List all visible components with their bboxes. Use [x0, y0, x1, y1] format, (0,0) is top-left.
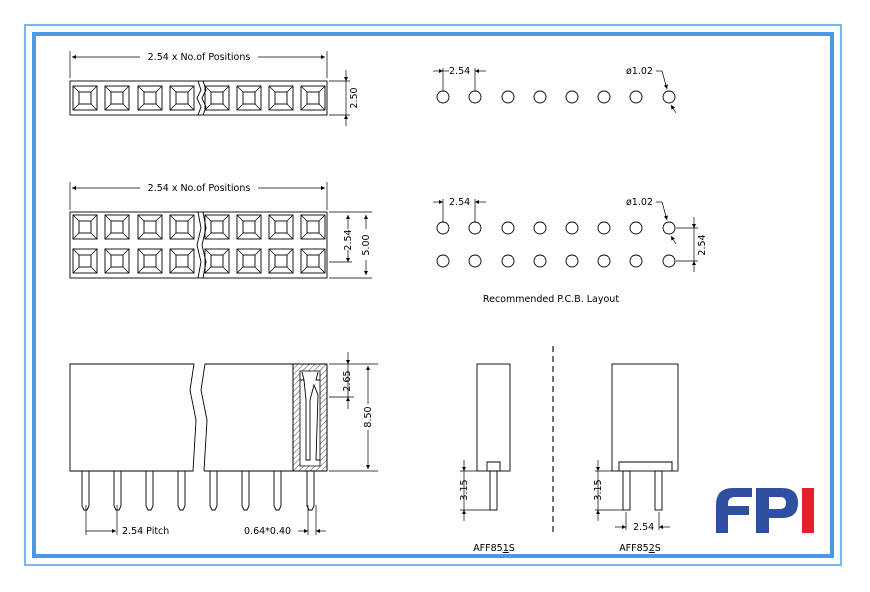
contact-cell [204, 214, 230, 240]
pcb-row-pitch-label: 2.54 [697, 234, 708, 255]
pin-tail [241, 471, 250, 511]
contact-cell [300, 214, 326, 240]
pcb-hole [597, 221, 611, 235]
pcb-hole [436, 254, 450, 268]
part-label-aff852s: AFF852S [619, 543, 661, 554]
tail-315-label-b: 3.15 [593, 479, 604, 500]
contact-cell [236, 214, 262, 240]
outer-frame [24, 24, 842, 566]
height-250-label: 2.50 [349, 87, 360, 108]
pcb-hole [629, 221, 643, 235]
height-850-label: 8.50 [363, 406, 374, 427]
pcb-hole [501, 221, 515, 235]
contact-cell [300, 248, 326, 274]
side-view: 2.65 8.50 2.54 Pitch 0.64*0.40 [69, 352, 378, 537]
pcb-hole-label-1: ø1.02 [626, 66, 653, 77]
contact-cell [72, 214, 98, 240]
pcb-hole [597, 254, 611, 268]
pcb-pitch-label-2: 2.54 [449, 197, 470, 208]
contact-cell [236, 248, 262, 274]
height-265-label: 2.65 [342, 370, 353, 391]
tail-315-label-a: 3.15 [459, 479, 470, 500]
part-aff852s-view: 3.15 2.54 AFF852S [593, 363, 679, 554]
pcb-hole [533, 90, 547, 104]
pcb-hole [662, 90, 676, 104]
pin-size-label: 0.64*0.40 [244, 526, 291, 537]
pcb-hole [533, 221, 547, 235]
part-aff851s-view: 3.15 AFF851S [459, 363, 515, 554]
single-row-top-view: 2.54 x No.of Positions 2.50 [69, 51, 360, 126]
pcb-hole [565, 90, 579, 104]
contact-cell [236, 85, 262, 111]
pin-tail [177, 471, 186, 511]
pcb-hole [436, 221, 450, 235]
fpi-logo [716, 488, 814, 533]
pcb-hole [468, 90, 482, 104]
pcb-hole [629, 90, 643, 104]
contact-cell [104, 85, 130, 111]
pcb-hole [436, 90, 450, 104]
pcb-hole-label-2: ø1.02 [626, 197, 653, 208]
contact-cell [137, 248, 163, 274]
pcb-hole [501, 254, 515, 268]
pin-tail [209, 471, 218, 511]
part-label-aff851s: AFF851S [473, 543, 515, 554]
pcb-hole [565, 254, 579, 268]
contact-cell [104, 214, 130, 240]
pin-tail [145, 471, 154, 511]
pcb-layout-dual: 2.54 ø1.02 2.54 Recommended P.C.B. Layou… [433, 197, 708, 305]
contact-cell [104, 248, 130, 274]
contact-cell [169, 248, 195, 274]
pcb-layout-single: 2.54 ø1.02 [433, 66, 677, 114]
pin-tail [306, 471, 315, 511]
pcb-hole [533, 254, 547, 268]
positions-label-top: 2.54 x No.of Positions [148, 52, 251, 63]
contact-cell [169, 214, 195, 240]
pcb-hole [597, 90, 611, 104]
contact-cell [268, 248, 294, 274]
pitch-label: 2.54 Pitch [122, 526, 169, 537]
contact-cell [204, 85, 230, 111]
pcb-hole [662, 221, 676, 235]
pin-tail [113, 471, 122, 511]
contact-cell [72, 248, 98, 274]
pcb-hole [565, 221, 579, 235]
pcb-hole [629, 254, 643, 268]
pcb-hole [662, 254, 676, 268]
contact-cell [72, 85, 98, 111]
contact-cell [268, 85, 294, 111]
inner-frame [32, 32, 834, 558]
height-500-label: 5.00 [361, 234, 372, 255]
pin-tail [273, 471, 282, 511]
pcb-hole [468, 254, 482, 268]
contact-cell [137, 214, 163, 240]
pcb-caption: Recommended P.C.B. Layout [483, 294, 619, 305]
dual-row-top-view: 2.54 x No.of Positions 2.54 5.00 [69, 182, 372, 279]
pin-tail [81, 471, 90, 511]
positions-label-mid: 2.54 x No.of Positions [148, 183, 251, 194]
pcb-pitch-label-1: 2.54 [449, 66, 470, 77]
contact-cell [300, 85, 326, 111]
contact-cell [204, 248, 230, 274]
pcb-hole [468, 221, 482, 235]
contact-cell [169, 85, 195, 111]
contact-cell [268, 214, 294, 240]
contact-cell [137, 85, 163, 111]
height-254-label: 2.54 [343, 229, 354, 250]
pcb-hole [501, 90, 515, 104]
dual-pitch-label: 2.54 [633, 522, 654, 533]
